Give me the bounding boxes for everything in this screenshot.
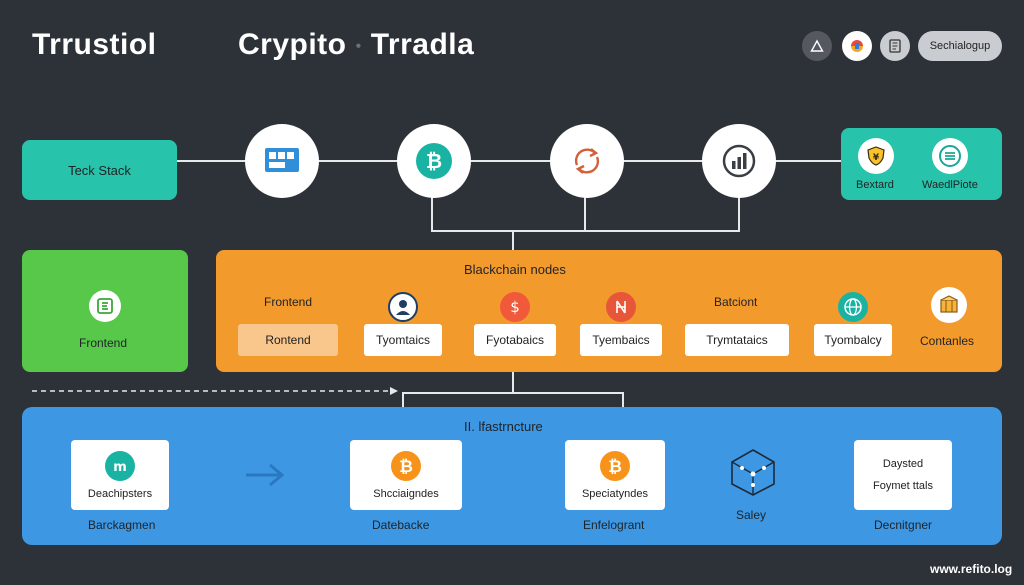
footer-url: www.refito.log xyxy=(930,562,1013,576)
warning-button[interactable] xyxy=(802,31,832,61)
frontend-module-icon xyxy=(97,298,113,314)
network-cube-icon[interactable] xyxy=(728,447,778,497)
app-title-left: Trrustiol xyxy=(32,28,157,61)
bitcoin-node[interactable]: ₿ xyxy=(397,124,471,198)
containers-label: Contanles xyxy=(920,334,975,348)
connector-to-blockchain xyxy=(512,230,514,250)
infra-caption-2: Datebacke xyxy=(372,518,430,532)
tech-stack-label: Teck Stack xyxy=(68,162,131,178)
exchange-screen-icon xyxy=(265,148,299,172)
swap-node[interactable] xyxy=(550,124,624,198)
tech-stack-box[interactable]: Teck Stack xyxy=(22,140,177,200)
connector-bitcoin-down xyxy=(431,197,433,231)
svg-text:$: $ xyxy=(510,298,520,316)
bextard-label: Bextard xyxy=(856,179,894,191)
infra-caption-4: Saley xyxy=(736,508,767,522)
node-card-5[interactable]: Tyombalcy xyxy=(814,324,892,356)
connector-blockchain-down xyxy=(512,372,514,394)
wallet-badge xyxy=(932,138,968,174)
batciont-heading: Batciont xyxy=(714,295,758,309)
connector-swap-down xyxy=(584,197,586,231)
node-card-3[interactable]: Tyembaics xyxy=(580,324,662,356)
infra-card-2-label: Shcciaigndes xyxy=(373,488,439,500)
infra-caption-3: Enfelogrant xyxy=(583,518,645,532)
triangle-icon xyxy=(810,39,824,52)
infra-card-2[interactable]: ₿ Shcciaigndes xyxy=(350,440,462,510)
connector-chart-down xyxy=(738,197,740,231)
infra-card-3-label: Speciatyndes xyxy=(581,488,649,500)
user-avatar-icon xyxy=(396,300,410,315)
connector-bracket xyxy=(431,230,740,232)
node-card-2[interactable]: Fyotabaics xyxy=(474,324,556,356)
container-box-icon xyxy=(940,295,958,313)
dashed-arrow xyxy=(32,387,398,395)
document-icon xyxy=(889,39,901,53)
infrastructure-title: II. lfastrncture xyxy=(464,419,543,434)
node-card-4[interactable]: Trymtataics xyxy=(685,324,789,356)
globe-node-badge xyxy=(838,292,868,322)
infra-card-5-line1: Daysted xyxy=(882,458,924,470)
exchange-node[interactable] xyxy=(245,124,319,198)
app-title: Crypito ● Trradla xyxy=(238,28,474,62)
wallet-provider-label: WaedlPiote xyxy=(922,179,978,191)
brand-button[interactable] xyxy=(842,31,872,61)
infra-caption-5: Decnitgner xyxy=(874,518,933,532)
shield-badge: ¥ xyxy=(858,138,894,174)
svg-text:₿: ₿ xyxy=(426,149,442,173)
container-node-badge xyxy=(931,287,967,323)
brand-logo-icon xyxy=(851,40,863,52)
wallet-icon xyxy=(939,145,961,167)
svg-text:₿: ₿ xyxy=(608,457,622,477)
shield-icon: ¥ xyxy=(867,146,885,166)
bitcoin-icon: ₿ xyxy=(416,143,452,179)
bitcoin-icon: ₿ xyxy=(391,451,421,481)
dollar-node-badge: $ xyxy=(500,292,530,322)
frontend-label: Frontend xyxy=(79,336,128,350)
infra-caption-1: Barckagmen xyxy=(88,518,156,532)
signup-button[interactable]: Sechialogup xyxy=(918,31,1002,61)
svg-text:₿: ₿ xyxy=(399,457,413,477)
app-title-dot: ● xyxy=(355,40,362,52)
infra-card-5-line2: Foymet ttals xyxy=(873,480,933,492)
storage-icon: m xyxy=(105,451,135,481)
connector-infra-left xyxy=(402,392,404,407)
analytics-node[interactable] xyxy=(702,124,776,198)
globe-icon xyxy=(844,298,862,316)
infra-card-5[interactable]: Daysted Foymet ttals xyxy=(854,440,952,510)
frontend-box[interactable]: Frontend xyxy=(22,250,188,372)
wallet-provider-box[interactable]: ¥ Bextard WaedlPiote xyxy=(841,128,1002,200)
infra-card-3[interactable]: ₿ Speciatyndes xyxy=(565,440,665,510)
bar-chart-icon xyxy=(722,144,756,178)
svg-text:¥: ¥ xyxy=(873,153,880,163)
top-connector-line xyxy=(177,160,841,162)
connector-infra-right xyxy=(622,392,624,407)
dollar-icon: $ xyxy=(510,298,520,316)
hash-node-badge xyxy=(606,292,636,322)
node-card-1[interactable]: Tyomtaics xyxy=(364,324,442,356)
right-arrow-icon xyxy=(246,463,285,487)
bitcoin-icon: ₿ xyxy=(600,451,630,481)
blockchain-nodes-box: Blackchain nodes Frontend Rontend Tyomta… xyxy=(216,250,1002,372)
document-button[interactable] xyxy=(880,31,910,61)
app-title-right: Trradla xyxy=(370,28,475,61)
app-title-main: Crypito xyxy=(238,28,347,61)
svg-text:m: m xyxy=(113,460,127,475)
infra-card-1[interactable]: m Deachipsters xyxy=(71,440,169,510)
blockchain-title: Blackchain nodes xyxy=(464,262,566,277)
frontend-icon-badge xyxy=(89,290,121,322)
connector-infra-bracket xyxy=(402,392,624,394)
rontend-card[interactable]: Rontend xyxy=(238,324,338,356)
avatar-node-badge xyxy=(388,292,418,322)
network-hash-icon xyxy=(616,300,626,314)
infra-card-1-label: Deachipsters xyxy=(87,488,153,500)
blockchain-frontend-heading: Frontend xyxy=(264,295,313,309)
infrastructure-box: II. lfastrncture m Deachipsters Barckagm… xyxy=(22,407,1002,545)
swap-arrows-icon xyxy=(574,148,600,174)
